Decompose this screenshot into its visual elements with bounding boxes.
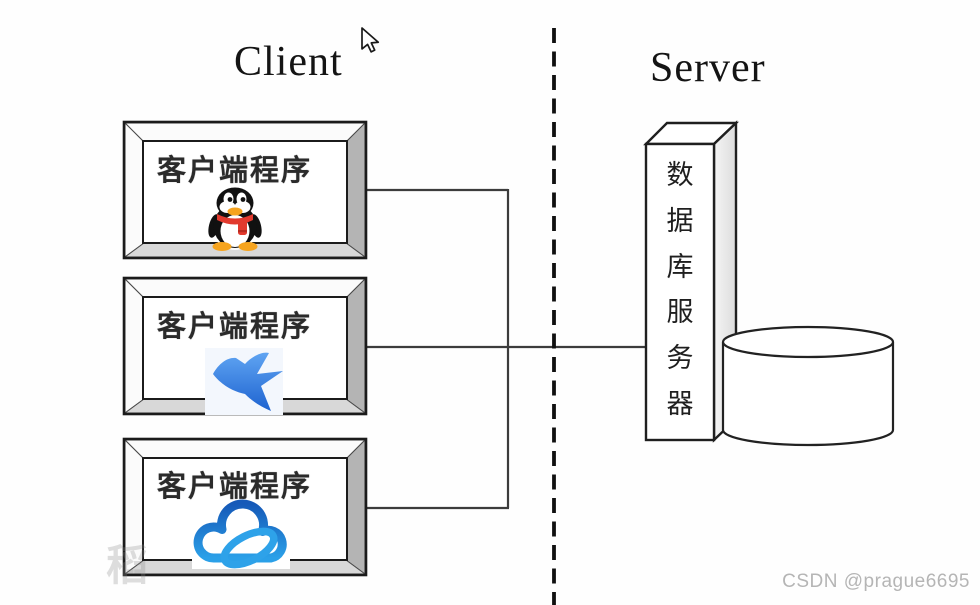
server-label-char: 务 (666, 343, 694, 374)
mouse-cursor-icon (361, 27, 380, 53)
client-section-title: Client (234, 39, 343, 85)
database-cylinder (721, 325, 895, 447)
client-label-2: 客户端程序 (157, 311, 313, 343)
server-label-char: 服 (666, 297, 694, 328)
server-tower (643, 120, 739, 443)
client-label-1: 客户端程序 (157, 155, 313, 187)
client-label-3: 客户端程序 (157, 471, 313, 503)
thunder-bird-icon (205, 348, 283, 415)
server-label: 数 据 库 服 务 器 (647, 153, 713, 421)
connector-lines (366, 188, 650, 510)
qq-penguin-icon (208, 187, 262, 251)
server-section-title: Server (650, 45, 766, 91)
server-label-char: 据 (666, 205, 694, 236)
server-label-char: 库 (666, 251, 694, 282)
server-label-char: 数 (666, 160, 694, 190)
csdn-watermark: CSDN @prague6695 (782, 571, 970, 592)
faint-watermark-glyph: 稻 (106, 542, 149, 589)
cloud-drive-icon (192, 499, 290, 569)
server-label-char: 器 (666, 388, 694, 419)
